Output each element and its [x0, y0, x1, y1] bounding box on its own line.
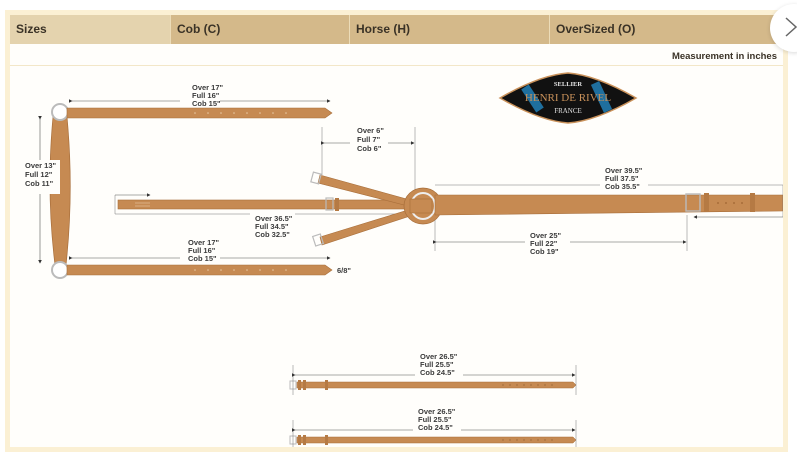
right-buckle-over: Over 25"	[530, 231, 562, 240]
header-oversized: OverSized (O)	[550, 15, 783, 44]
strap-width-label: 6/8"	[337, 266, 351, 275]
henri-de-rivel-logo: SELLIER HENRI DE RIVEL FRANCE	[498, 72, 638, 124]
divider	[10, 65, 783, 66]
size-table-header: Sizes Cob (C) Horse (H) OverSized (O)	[10, 15, 783, 44]
lower-strap-1-full: Full 25.5"	[420, 360, 454, 369]
lower-strap-2-cob: Cob 24.5"	[418, 423, 453, 432]
lower-strap-1-over: Over 26.5"	[420, 352, 458, 361]
browband-full: Full 12"	[25, 170, 53, 179]
crown-top-full: Full 16"	[192, 91, 220, 100]
right-buckle-full: Full 22"	[530, 239, 558, 248]
crown-top-over: Over 17"	[192, 83, 224, 92]
browband-cob: Cob 11"	[25, 179, 54, 188]
bridle-diagram: SELLIER HENRI DE RIVEL FRANCE Over 13" F…	[20, 72, 783, 447]
size-chart-frame: Sizes Cob (C) Horse (H) OverSized (O) Me…	[5, 10, 788, 452]
header-horse: Horse (H)	[350, 15, 550, 44]
measurement-unit-note: Measurement in inches	[671, 51, 777, 62]
size-chart-panel: Sizes Cob (C) Horse (H) OverSized (O) Me…	[10, 15, 783, 447]
right-buckle-cob: Cob 19"	[530, 247, 559, 256]
lower-strap-2-over: Over 26.5"	[418, 407, 456, 416]
left-strap-cob: Cob 32.5"	[255, 230, 290, 239]
left-strap-full: Full 34.5"	[255, 222, 289, 231]
lower-strap-2-full: Full 25.5"	[418, 415, 452, 424]
right-strap-cob: Cob 35.5"	[605, 182, 640, 191]
left-strap-over: Over 36.5"	[255, 214, 293, 223]
crown-bottom-cob: Cob 15"	[188, 254, 217, 263]
lower-strap-1-cob: Cob 24.5"	[420, 368, 455, 377]
browband-over: Over 13"	[25, 161, 57, 170]
header-sizes: Sizes	[10, 15, 171, 44]
browband-strap	[49, 103, 71, 279]
crown-strap-bottom	[66, 264, 333, 276]
right-strap-full: Full 37.5"	[605, 174, 639, 183]
right-strap-over: Over 39.5"	[605, 166, 643, 175]
logo-name-text: HENRI DE RIVEL	[525, 92, 611, 104]
center-ring	[403, 187, 443, 225]
chevron-right-icon	[785, 17, 797, 37]
logo-bottom-text: FRANCE	[554, 107, 582, 115]
split-strap-full: Full 7"	[357, 135, 381, 144]
crown-bottom-over: Over 17"	[188, 238, 220, 247]
crown-bottom-full: Full 16"	[188, 246, 216, 255]
header-cob: Cob (C)	[171, 15, 350, 44]
right-strap	[434, 193, 783, 216]
split-strap-over: Over 6"	[357, 126, 384, 135]
split-strap-cob: Cob 6"	[357, 144, 382, 153]
logo-top-text: SELLIER	[554, 81, 582, 88]
lower-strap-1	[289, 380, 577, 390]
crown-top-cob: Cob 15"	[192, 99, 221, 108]
crown-strap-top	[66, 107, 333, 119]
left-cheek-strap	[117, 197, 409, 211]
lower-strap-2	[289, 435, 577, 445]
